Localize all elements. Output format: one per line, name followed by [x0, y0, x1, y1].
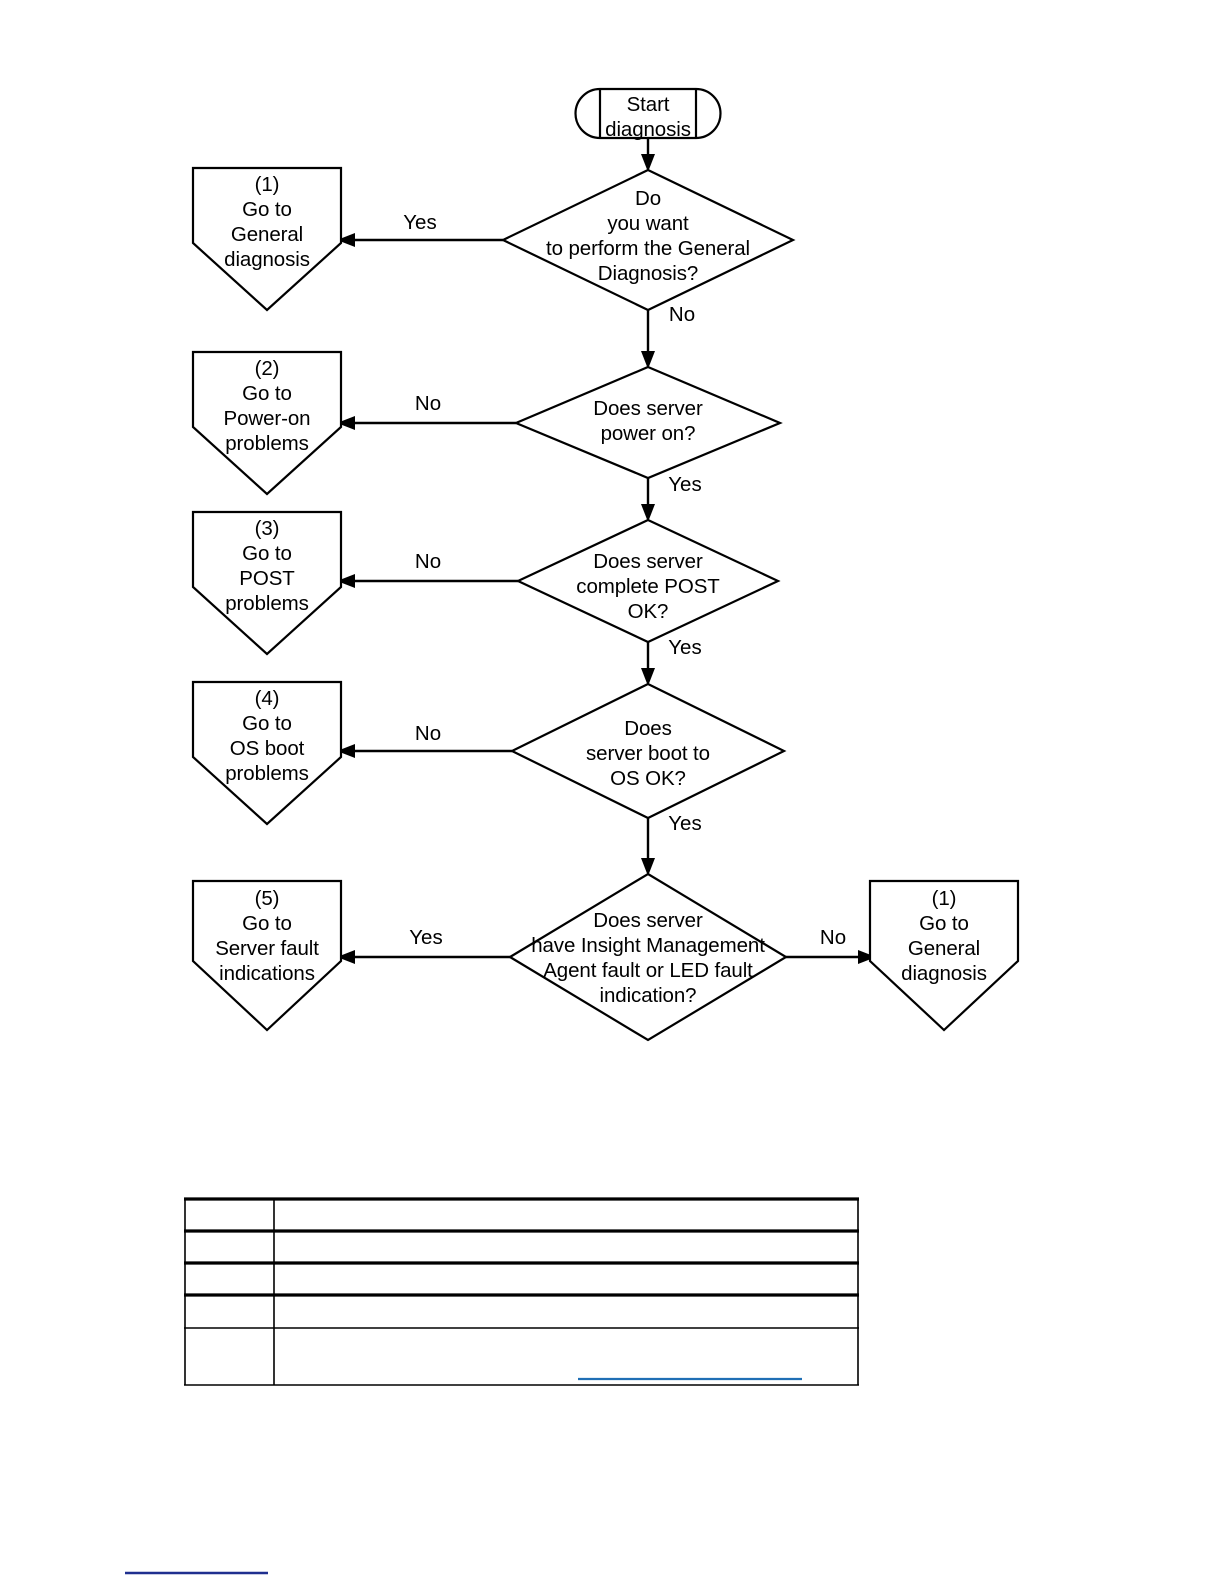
connector-os-boot-yes [641, 818, 655, 876]
edge-label-fault-yes: Yes [409, 926, 443, 949]
target-4-number: (4) [254, 687, 280, 710]
target-3-shape [191, 510, 343, 656]
connector-general-yes [337, 233, 503, 247]
target-1-left-label: Go to General diagnosis [224, 198, 310, 271]
edge-label-os-boot-no: No [414, 722, 442, 745]
decision-os-boot-label: Does server boot to OS OK? [586, 717, 710, 790]
decision-power-on-label: Does server power on? [593, 397, 703, 445]
target-2-shape [191, 350, 343, 496]
connector-fault-no [786, 950, 876, 964]
edge-label-general-no: No [668, 303, 696, 326]
edge-label-os-boot-yes: Yes [668, 812, 702, 835]
target-5-number: (5) [254, 887, 280, 910]
connector-post-yes [641, 642, 655, 686]
target-2-label: Go to Power-on problems [223, 382, 311, 455]
decision-fault-indication-label: Does server have Insight Management Agen… [531, 909, 765, 1007]
bottom-table-grid [184, 1197, 859, 1386]
target-2-number: (2) [254, 357, 280, 380]
edge-label-power-on-no: No [414, 392, 442, 415]
target-3-label: Go to POST problems [225, 542, 309, 615]
target-3-number: (3) [254, 517, 280, 540]
edge-label-general-yes: Yes [403, 211, 437, 234]
connector-os-boot-no [337, 744, 512, 758]
connector-post-no [337, 574, 518, 588]
target-4-shape [191, 680, 343, 826]
target-1-left-shape [191, 166, 343, 312]
connector-power-on-no [337, 416, 516, 430]
connector-start-to-general [641, 138, 655, 172]
target-5-shape [191, 879, 343, 1032]
decision-general-diagnosis-label: Do you want to perform the General Diagn… [545, 187, 751, 285]
connector-general-no [641, 310, 655, 369]
start-terminator-label: Start diagnosis [605, 93, 691, 141]
target-5-label: Go to Server fault indications [215, 912, 319, 985]
edge-label-post-no: No [414, 550, 442, 573]
start-terminator-shape [574, 87, 722, 140]
target-1-right-label: Go to General diagnosis [901, 912, 987, 985]
target-1-right-number: (1) [931, 887, 957, 910]
target-4-label: Go to OS boot problems [225, 712, 309, 785]
edge-label-fault-no: No [819, 926, 847, 949]
edge-label-post-yes: Yes [668, 636, 702, 659]
decision-post-label: Does server complete POST OK? [576, 550, 720, 623]
decision-fault-indication-shape [507, 872, 789, 1042]
target-1-right-shape [868, 879, 1020, 1032]
edge-label-power-on-yes: Yes [668, 473, 702, 496]
target-1-left-number: (1) [254, 173, 280, 196]
connector-power-on-yes [641, 478, 655, 522]
connector-fault-yes [337, 950, 510, 964]
